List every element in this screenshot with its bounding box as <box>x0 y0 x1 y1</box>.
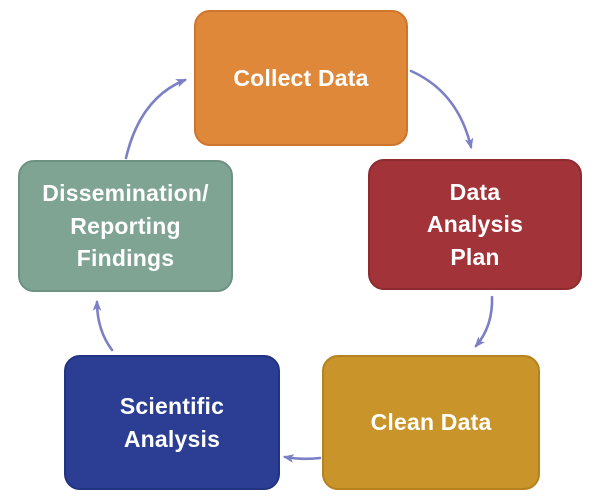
node-data-analysis-plan-label: Data Analysis Plan <box>426 178 524 270</box>
arrow-scientific-to-dissemination-icon <box>92 299 114 352</box>
node-data-analysis-plan: Data Analysis Plan <box>368 159 582 290</box>
node-collect-data: Collect Data <box>194 10 408 146</box>
node-scientific-analysis: Scientific Analysis <box>64 355 280 490</box>
node-scientific-analysis-label: Scientific Analysis <box>119 392 225 452</box>
arrow-collect-to-plan-icon <box>409 69 474 150</box>
node-clean-data-label: Clean Data <box>370 409 492 436</box>
arrow-dissemination-to-collect-icon <box>124 78 188 160</box>
node-dissemination-label: Dissemination/ Reporting Findings <box>42 180 209 272</box>
arrow-clean-to-scientific-icon <box>282 454 322 463</box>
node-collect-data-label: Collect Data <box>233 64 369 91</box>
node-dissemination: Dissemination/ Reporting Findings <box>18 160 233 292</box>
node-clean-data: Clean Data <box>322 355 540 490</box>
arrow-plan-to-clean-icon <box>474 295 494 348</box>
